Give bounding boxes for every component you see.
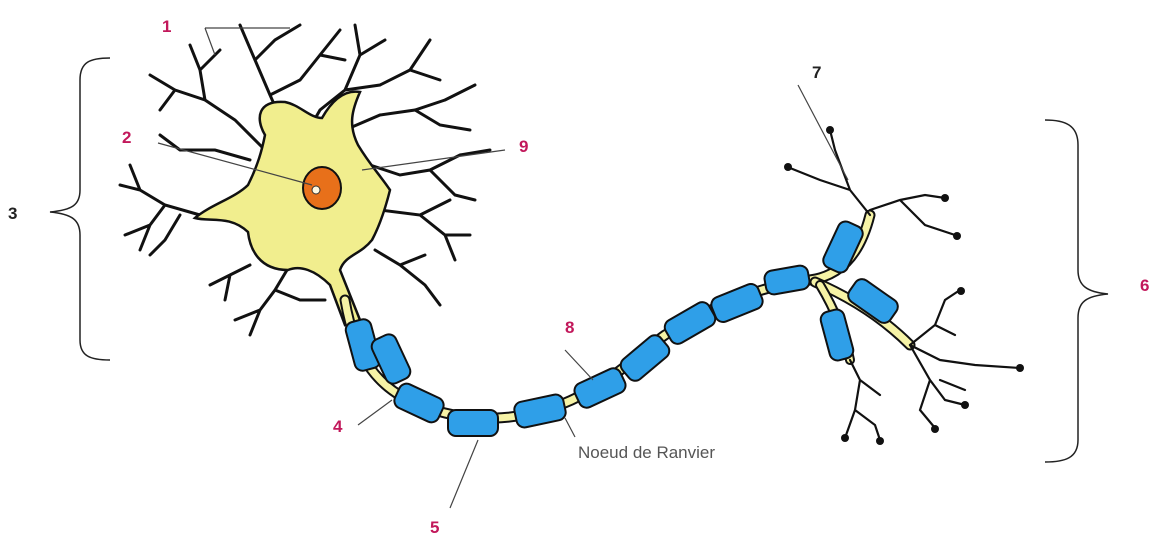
myelin-segment — [448, 410, 498, 436]
terminal-button — [876, 437, 884, 445]
nucleolus — [312, 186, 320, 194]
label-7: 7 — [812, 63, 821, 82]
label-2: 2 — [122, 128, 131, 147]
leader-lines — [158, 28, 848, 508]
myelin-segment — [662, 299, 718, 347]
label-1: 1 — [162, 17, 171, 36]
terminal-button — [953, 232, 961, 240]
terminal-button — [841, 434, 849, 442]
label-9: 9 — [519, 137, 528, 156]
myelin-segment — [572, 366, 628, 411]
myelin-segment — [819, 308, 855, 363]
myelin-segment — [763, 264, 810, 295]
myelin-sheaths — [344, 219, 901, 436]
terminal-button — [961, 401, 969, 409]
terminal-button — [826, 126, 834, 134]
myelin-segment — [392, 381, 446, 425]
terminal-button — [784, 163, 792, 171]
leader-7 — [798, 85, 848, 180]
nucleus — [303, 167, 341, 209]
brace-right — [1045, 120, 1108, 462]
terminal-button — [931, 425, 939, 433]
soma — [195, 92, 390, 325]
label-3: 3 — [8, 204, 17, 223]
terminal-button — [941, 194, 949, 202]
terminal-button — [1016, 364, 1024, 372]
leader-5 — [450, 440, 478, 508]
leader-ranvier — [565, 418, 575, 437]
myelin-segment — [709, 282, 765, 325]
label-5: 5 — [430, 518, 439, 537]
caption-noeud-de-ranvier: Noeud de Ranvier — [578, 443, 715, 462]
myelin-segment — [513, 393, 567, 429]
leader-8 — [565, 350, 593, 380]
brace-left — [50, 58, 110, 360]
leader-4 — [358, 400, 392, 425]
terminal-button — [957, 287, 965, 295]
label-4: 4 — [333, 417, 343, 436]
label-8: 8 — [565, 318, 574, 337]
label-6: 6 — [1140, 276, 1149, 295]
